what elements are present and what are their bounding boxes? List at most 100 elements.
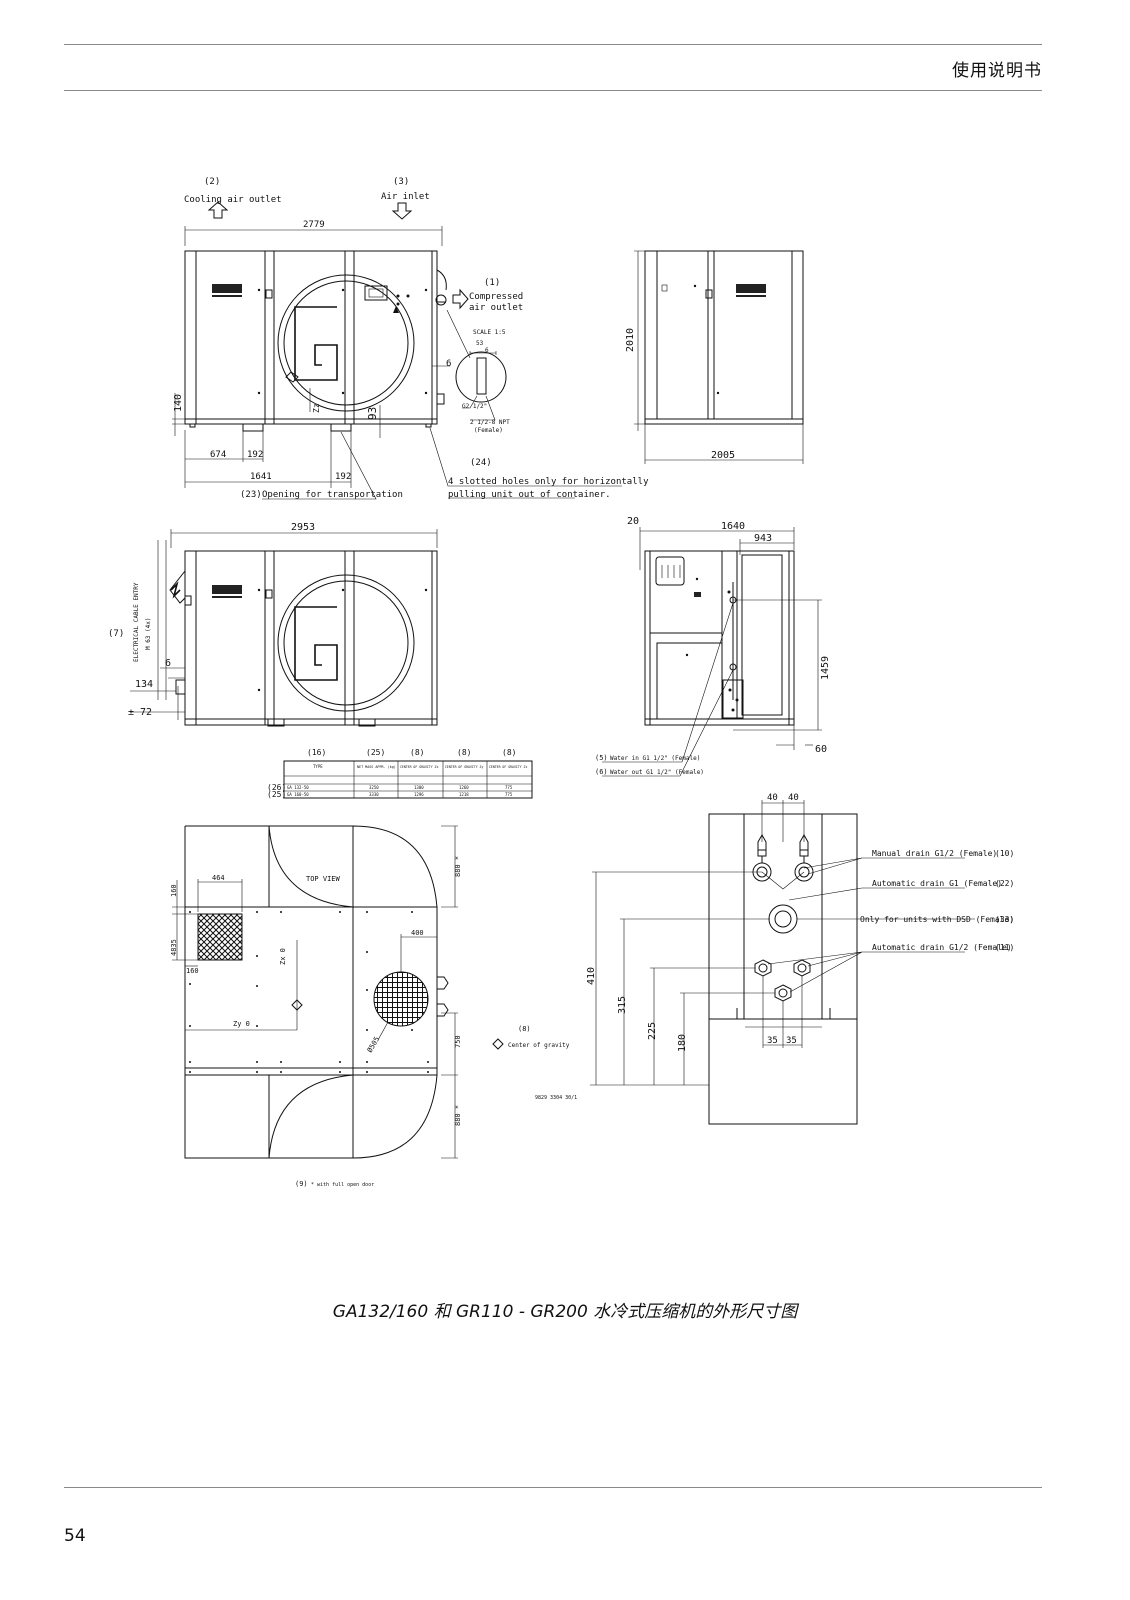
dim-400: 400 [411,929,424,937]
dim-750: 750 [454,1035,462,1048]
cog-diamond-icon [492,1038,504,1050]
front-view: (2) Cooling air outlet (3) Air inlet 277… [172,177,649,500]
compressed-l2: air outlet [469,303,523,313]
dim-1640: 1640 [721,521,745,532]
side-view: 2010 2005 [625,250,804,464]
drawing-ref: 9829 3304 30/1 [535,1095,577,1101]
cog-label: Center of gravity [508,1042,570,1049]
dim-880-a: 880 * [454,856,462,877]
dim-72: ± 72 [128,707,152,718]
thread-npt: 2 1/2-8 NPT [470,419,510,426]
dsd-label: Only for units with DSD (Female) [860,915,1014,924]
dim-674: 674 [210,450,226,460]
table-cell-1-2: 1296 [414,792,424,797]
dim-2005: 2005 [711,450,735,461]
dim-943: 943 [754,533,772,544]
dim-140: 140 [173,394,184,412]
manual-drain-label: Manual drain G1/2 (Female) [872,849,997,858]
elec-num: (7) [108,629,124,639]
water-in-num: (5) [595,754,608,762]
dim-225: 225 [647,1022,658,1040]
header-rule-top [64,44,1042,45]
dim-60: 60 [815,744,827,755]
data-table: (16) (25) (8) (8) (8) TYPE NET MASS APPR… [267,748,533,799]
table-row-num-1: (25) [267,790,286,799]
table-cell-1-0: GA 160-50 [287,792,309,797]
arrow-up-icon [207,201,229,219]
zy-label: Zy 0 [233,1020,250,1028]
dim-160-a: 160 [170,884,178,897]
table-colnum-4: (8) [502,748,516,757]
table-cell-0-1: 3250 [369,785,379,790]
table-header-3: CENTER OF GRAVITY Zy [445,765,483,769]
auto-drain2-label: Automatic drain G1/2 (Female) [872,943,1012,952]
table-colnum-2: (8) [410,748,424,757]
logo-atlas-copco [212,284,242,293]
cooling-air-num: (2) [204,177,220,187]
dim-35-a: 35 [767,1036,778,1046]
table-colnum-1: (25) [366,748,385,757]
thread-g212: G2 1/2" [462,403,487,410]
water-out-label: Water out G1 1/2" (Female) [610,769,704,776]
table-colnum-0: (16) [307,748,326,757]
table-colnum-3: (8) [457,748,471,757]
page-header-title: 使用说明书 [952,61,1042,81]
dim-53: 53 [476,340,484,347]
dim-2953: 2953 [291,522,315,533]
table-cell-1-4: 775 [505,792,513,797]
footer-rule [64,1487,1042,1488]
page-number: 54 [64,1526,86,1546]
note-label: * with full open door [311,1182,374,1188]
dim-315: 315 [617,996,628,1014]
table-row-num-0: (26) [267,783,286,792]
dim-134: 134 [135,679,153,690]
auto-drain1-num: (22) [995,879,1014,888]
dim-464: 464 [212,874,225,882]
figure-caption: GA132/160 和 GR110 - GR200 水冷式压缩机的外形尺寸图 [332,1302,798,1322]
auto-drain1-label: Automatic drain G1 (Female) [872,879,1002,888]
dim-2010: 2010 [625,328,636,352]
table-cell-1-3: 1218 [459,792,469,797]
air-inlet-label: Air inlet [381,192,430,202]
table-cell-0-3: 1260 [459,785,469,790]
water-out-num: (6) [595,768,608,776]
table-header-4: CENTER OF GRAVITY Zz [489,765,527,769]
header-rule-bottom [64,90,1042,91]
top-view: TOP VIEW 464 160 4835 160 400 Ø505 Zx 0 … [170,825,577,1188]
air-inlet-num: (3) [393,177,409,187]
arrow-right-icon [452,288,469,310]
dim-93: 93 [366,407,379,420]
dim-2779: 2779 [303,220,325,230]
water-in-label: Water in G1 1/2" (Female) [610,755,700,762]
dim-6-side: 6 [446,359,451,369]
right-view: 20 1640 943 1459 60 (5) Water in G1 1/2"… [595,516,831,777]
note-num: (9) [295,1180,308,1188]
dim-6-rear: 6 [165,658,171,669]
manual-drain-num: (10) [995,849,1014,858]
table-header-2: CENTER OF GRAVITY Zx [400,765,438,769]
dim-1641: 1641 [250,472,272,482]
arrow-down-icon [391,202,413,220]
zx-label: Zx 0 [279,948,287,965]
compressed-l1: Compressed [469,292,523,302]
scale-label: SCALE 1:5 [473,329,506,336]
dim-35-b: 35 [786,1036,797,1046]
dsd-num: (33) [995,915,1014,924]
dim-880-b: 880 * [454,1105,462,1126]
elec-l2: M 63 (4x) [145,617,152,650]
top-view-title: TOP VIEW [306,875,341,883]
table-cell-0-0: GA 132-50 [287,785,309,790]
dim-180: 180 [677,1034,688,1052]
table-cell-1-1: 3330 [369,792,379,797]
logo-atlas-copco-rear [212,585,242,594]
table-cell-0-4: 775 [505,785,513,790]
dim-4835: 4835 [170,939,178,956]
logo-atlas-copco-side [736,284,766,293]
dim-20: 20 [627,516,639,527]
thread-female: (Female) [474,427,503,434]
dim-192-b: 192 [335,472,351,482]
dim-160-b: 160 [186,967,199,975]
dim-40-b: 40 [788,793,799,803]
auto-drain2-num: (11) [995,943,1014,952]
